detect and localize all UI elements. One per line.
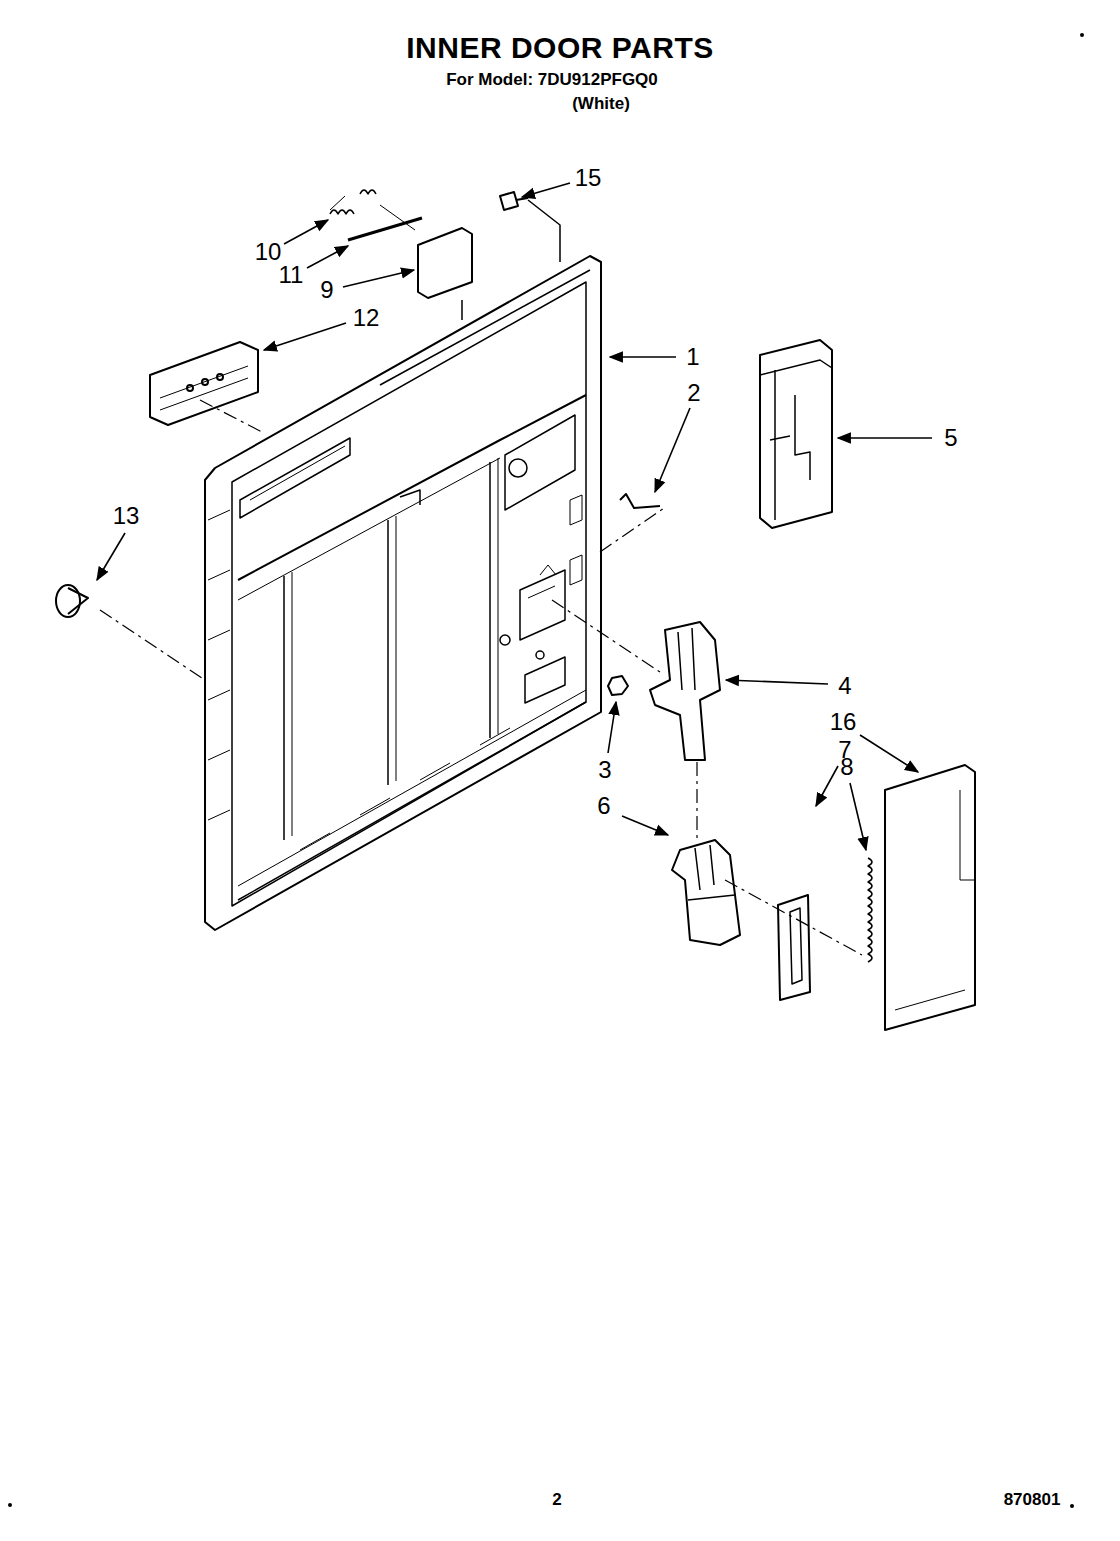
part-slide xyxy=(778,895,810,1000)
callout-number: 11 xyxy=(279,262,304,288)
callout-number: 13 xyxy=(113,503,140,529)
color-note: (White) xyxy=(572,95,630,114)
part-latch-base xyxy=(672,840,740,945)
callout-number: 2 xyxy=(687,380,700,406)
callout-number: 1 xyxy=(686,344,699,370)
callout-number: 10 xyxy=(255,239,282,265)
callout-number: 15 xyxy=(575,165,602,191)
part-housing xyxy=(760,340,832,528)
document-number: 870801 xyxy=(1004,1491,1061,1510)
callout-number: 6 xyxy=(597,793,610,819)
page-number: 2 xyxy=(552,1491,561,1510)
page-title: INNER DOOR PARTS xyxy=(406,31,713,64)
part-bracket xyxy=(150,342,258,425)
callout-number: 16 xyxy=(830,709,857,735)
model-number: For Model: 7DU912PFGQ0 xyxy=(446,71,658,90)
part-cover xyxy=(418,228,472,298)
callout-number: 9 xyxy=(320,277,333,303)
callout-number: 8 xyxy=(840,754,853,780)
callout-number: 4 xyxy=(838,673,851,699)
callout-number: 12 xyxy=(353,305,380,331)
part-latch xyxy=(650,622,720,760)
part-panel xyxy=(885,765,975,1030)
inner-door-panel xyxy=(205,256,601,930)
callout-number: 3 xyxy=(598,757,611,783)
callout-number: 5 xyxy=(944,425,957,451)
